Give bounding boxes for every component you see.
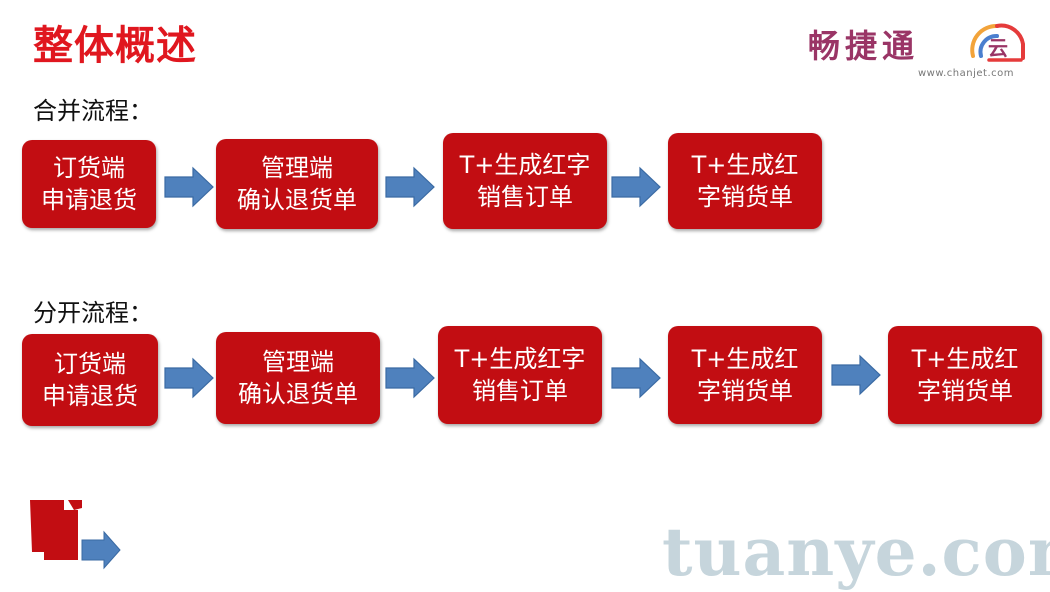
- merged-step-1: 订货端申请退货: [22, 140, 156, 228]
- arrow-right-icon: [611, 357, 661, 399]
- separate-step-4-line1: T+生成红: [691, 345, 799, 373]
- separate-step-1: 订货端申请退货: [22, 334, 158, 426]
- arrow-right-icon: [385, 166, 435, 208]
- separate-flow-label: 分开流程：: [33, 299, 153, 327]
- brand-url: www.chanjet.com: [918, 68, 1014, 79]
- separate-step-3-line1: T+生成红字: [454, 345, 586, 373]
- merged-step-3-line2: 销售订单: [477, 183, 573, 211]
- separate-step-4: T+生成红字销货单: [668, 326, 822, 424]
- arrow-right-icon: [385, 357, 435, 399]
- separate-step-5-line2: 字销货单: [917, 377, 1013, 405]
- separate-step-3-line2: 销售订单: [472, 377, 568, 405]
- merged-step-1-line1: 订货端: [53, 154, 125, 182]
- arrow-right-icon: [831, 354, 881, 396]
- merged-flow-label: 合并流程：: [33, 97, 153, 125]
- merged-step-2-line2: 确认退货单: [237, 186, 357, 214]
- merged-step-4: T+生成红字销货单: [668, 133, 822, 229]
- merged-step-2-line1: 管理端: [261, 154, 333, 182]
- merged-step-2: 管理端确认退货单: [216, 139, 378, 229]
- merged-step-4-line2: 字销货单: [697, 183, 793, 211]
- cloud-char: 云: [988, 36, 1008, 60]
- merged-step-4-line1: T+生成红: [691, 151, 799, 179]
- merged-step-3: T+生成红字销售订单: [443, 133, 607, 229]
- brand-logo: 畅捷通 云 www.chanjet.com: [808, 16, 1033, 84]
- brand-name: 畅捷通: [808, 27, 920, 65]
- separate-step-4-line2: 字销货单: [697, 377, 793, 405]
- separate-step-5-line1: T+生成红: [911, 345, 1019, 373]
- merged-step-1-line2: 申请退货: [41, 186, 137, 214]
- page-title: 整体概述: [33, 23, 197, 69]
- arrow-right-icon: [164, 166, 214, 208]
- separate-step-1-line1: 订货端: [54, 350, 126, 378]
- arrow-right-icon: [164, 357, 214, 399]
- separate-step-3: T+生成红字销售订单: [438, 326, 602, 424]
- separate-step-1-line2: 申请退货: [42, 382, 138, 410]
- watermark-text: tuanye.com: [662, 513, 1050, 591]
- separate-step-2: 管理端确认退货单: [216, 332, 380, 424]
- separate-step-2-line1: 管理端: [262, 348, 334, 376]
- merged-step-3-line1: T+生成红字: [459, 151, 591, 179]
- separate-step-5: T+生成红字销货单: [888, 326, 1042, 424]
- separate-step-2-line2: 确认退货单: [238, 380, 358, 408]
- cloud-icon: 云: [970, 23, 1025, 62]
- arrow-right-icon: [611, 166, 661, 208]
- decorative-shape: [30, 500, 121, 570]
